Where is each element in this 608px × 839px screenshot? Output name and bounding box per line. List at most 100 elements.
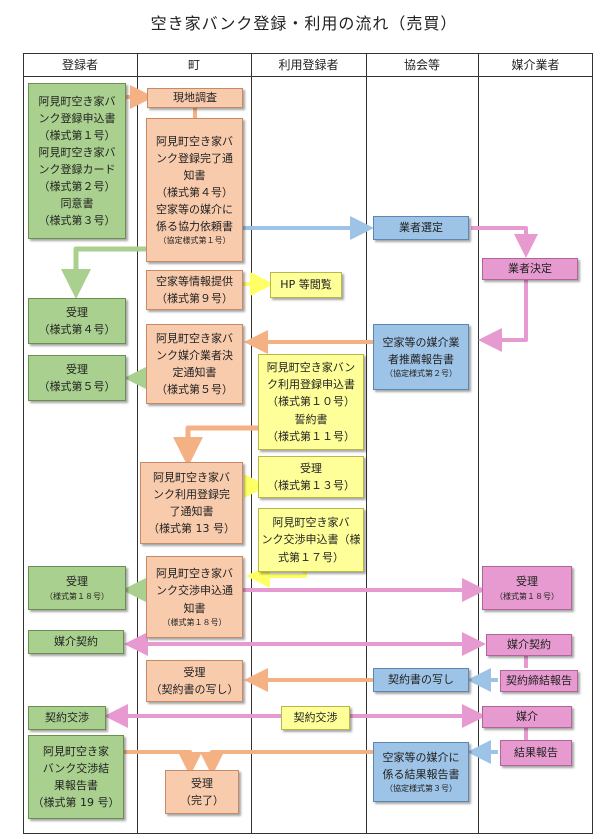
column-divider [478,53,479,834]
box-text: 同意書 [60,197,94,211]
negotiation-result-application-box: 阿見町空き家 バンク交渉結 果報告書 （様式第 19 号） [28,735,124,819]
box-text: （様式第３号） [38,214,116,228]
box-text: 誓約書 [294,412,328,426]
box-text: 了通知書 [169,505,214,518]
box-text: （様式第 13 号） [148,522,235,536]
box-text: 阿見町空き家バ [38,94,116,108]
agent-decided-box: 業者決定 [482,258,578,280]
box-text: （様式第４号） [156,186,233,199]
hp-browsing-box: HP 等閲覧 [270,272,342,298]
box-text: （完了） [180,794,224,807]
box-text: （様式第４号） [38,323,116,336]
box-text: 者推薦報告書 [388,353,454,366]
user-registration-application-box: 阿見町空き家バン ク利用登録申込書 （様式第１０号） 誓約書 （様式第１１号） [258,354,364,450]
box-text: 係る協力依頼書 [156,220,233,234]
box-text: 現地調査 [173,91,217,105]
mediation-contract-right-box: 媒介契約 [486,634,572,656]
box-text: 契約交渉 [293,711,338,725]
contract-copy-box: 契約書の写し [373,668,469,692]
box-text: 受理 [66,362,88,376]
box-text: ンク利用登録完 [153,487,230,501]
box-text: 知書 [183,168,206,182]
contract-conclusion-report-box: 契約締結報告 [500,670,578,692]
received-form18-right-box: 受理 （様式第１８号） [482,566,572,610]
box-text: ンク登録カード [38,163,116,176]
box-text: 空家等情報提供 [156,274,233,288]
box-text: （様式第９号） [156,292,233,305]
box-text: 受理 [66,305,88,319]
box-text: 定通知書 [172,366,217,379]
box-text: 空家等の媒介に [382,750,460,764]
box-text: （様式第１０号） [267,395,355,409]
box-text: 媒介契約 [507,638,551,652]
box-text: ンク登録完了通 [156,151,233,165]
box-text: 式第１７号） [278,550,344,564]
column-divider [137,53,138,834]
contract-negotiation-left-box: 契約交渉 [28,706,106,730]
final-received-box: 受理 （完了） [165,770,239,814]
box-text: （様式第１号） [38,128,116,142]
mediation-box: 媒介 [482,706,572,728]
mediation-contract-left-box: 媒介契約 [28,630,124,654]
box-note: （様式第１８号） [162,617,227,627]
negotiation-notice-box: 阿見町空き家バ ンク交渉申込通 知書 （様式第１８号） [146,556,243,638]
received-contract-copy-box: 受理 （契約書の写し） [146,660,243,702]
box-text: 阿見町空き家バ [156,134,233,148]
box-note: （様式第１８号） [45,591,109,601]
box-text: 結果報告 [514,746,558,760]
box-text: 契約締結報告 [506,674,572,688]
box-text: バンク交渉結 [42,761,110,775]
agent-selection-box: 業者選定 [373,216,469,240]
box-text: ンク交渉申込書（様 [261,533,361,547]
box-text: （様式第１３号） [267,479,355,492]
box-text: 阿見町空き家バ [272,516,350,530]
box-text: ンク登録申込書 [38,111,116,125]
agent-recommendation-report-box: 空家等の媒介業 者推薦報告書 （協定様式第２号） [373,324,469,390]
property-info-provision-box: 空家等情報提供 （様式第９号） [146,270,243,310]
box-note: （様式第１８号） [495,591,559,601]
result-report-box: 結果報告 [500,740,572,766]
box-note: （協定様式第３号） [385,784,457,794]
received-form5-box: 受理 （様式第５号） [28,355,126,401]
user-registration-complete-box: 阿見町空き家バ ンク利用登録完 了通知書 （様式第 13 号） [140,462,243,544]
received-form13-box: 受理 （様式第１３号） [258,456,364,498]
box-text: 業者決定 [508,262,552,276]
contract-negotiation-mid-box: 契約交渉 [281,706,350,730]
column-header-agent: 媒介業者 [511,58,560,72]
received-form4-box: 受理 （様式第４号） [28,298,126,344]
box-text: 受理 [66,575,88,589]
box-text: 空家等の媒介に [156,203,233,217]
box-text: （様式第５号） [38,380,116,393]
box-text: 受理 [191,776,213,790]
mediation-result-report-box: 空家等の媒介に 係る結果報告書 （協定様式第３号） [373,742,469,802]
box-text: 受理 [183,665,206,679]
column-header-user: 利用登録者 [278,58,339,72]
box-text: 媒介契約 [54,635,98,649]
column-header-town: 町 [187,58,200,72]
column-header-association: 協会等 [403,58,440,72]
column-header-registrant: 登録者 [61,58,98,72]
box-text: （様式第２号） [38,180,116,194]
column-divider [251,53,252,834]
box-text: 阿見町空き家バ [156,331,233,345]
negotiation-application-box: 阿見町空き家バ ンク交渉申込書（様 式第１７号） [258,508,364,572]
box-text: 受理 [516,575,538,589]
box-text: HP 等閲覧 [280,278,332,292]
flowchart-frame [23,53,593,834]
box-text: ク利用登録申込書 [267,378,355,392]
box-text: 契約書の写し [388,673,454,687]
box-text: （契約書の写し） [150,683,239,696]
box-text: 空家等の媒介業 [382,335,460,349]
box-text: ンク交渉申込通 [156,584,233,598]
registration-complete-notice-box: 阿見町空き家バ ンク登録完了通 知書 （様式第４号） 空家等の媒介に 係る協力依… [146,118,243,262]
registration-application-box: 阿見町空き家バ ンク登録申込書 （様式第１号） 阿見町空き家バ ンク登録カード … [28,83,126,239]
page-title: 空き家バンク登録・利用の流れ（売買） [150,14,458,33]
box-text: 係る結果報告書 [382,768,460,781]
box-note: （協定様式第２号） [385,369,457,379]
box-text: （様式第５号） [156,383,233,397]
box-note: （協定様式第１号） [158,236,231,246]
box-text: 果報告書 [54,779,98,792]
received-form18-left-box: 受理 （様式第１８号） [28,566,126,610]
box-text: 阿見町空き家バ [156,567,233,581]
box-text: 阿見町空き家バ [38,145,116,159]
